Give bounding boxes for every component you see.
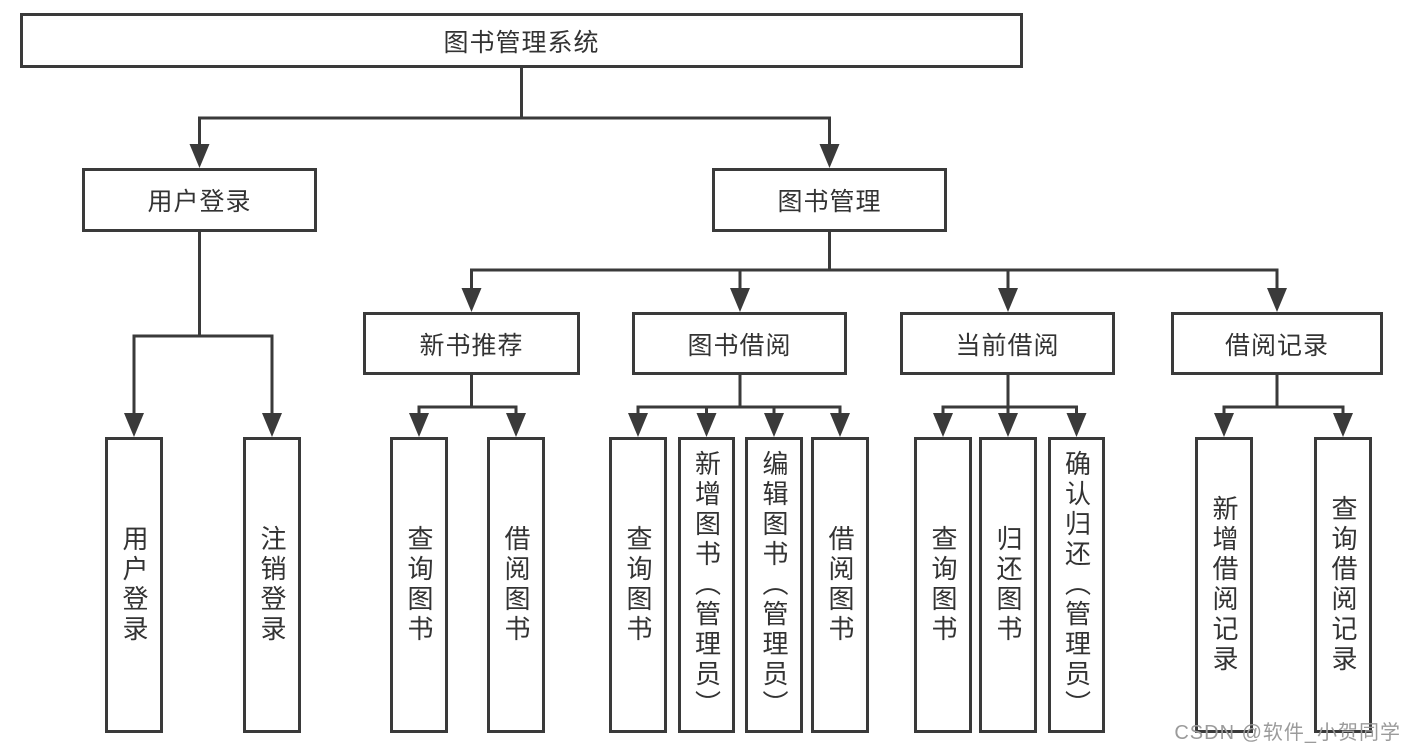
node-label: 借阅记录 [1224, 331, 1329, 360]
leaf-label: 新增图书（管理员） [691, 450, 722, 720]
leaf-borrow-borrow-books: 借阅图书 [811, 437, 869, 733]
node-label: 用户登录 [147, 188, 252, 216]
node-current-borrow: 当前借阅 [900, 312, 1115, 375]
leaf-label: 确认归还（管理员） [1061, 450, 1092, 720]
leaf-query-borrow-record: 查询借阅记录 [1314, 437, 1372, 733]
leaf-label: 注销登录 [257, 525, 287, 645]
node-new-book-recommend: 新书推荐 [363, 312, 580, 375]
leaf-borrow-query-books: 查询图书 [609, 437, 667, 733]
leaf-label: 新增借阅记录 [1209, 495, 1239, 675]
leaf-recommend-borrow-books: 借阅图书 [487, 437, 545, 733]
leaf-user-login: 用户登录 [105, 437, 163, 733]
node-root: 图书管理系统 [20, 13, 1023, 68]
leaf-label: 查询图书 [623, 525, 653, 645]
leaf-label: 编辑图书（管理员） [759, 450, 789, 720]
leaf-label: 借阅图书 [501, 525, 531, 645]
leaf-label: 查询借阅记录 [1328, 495, 1358, 675]
leaf-return-book: 归还图书 [979, 437, 1037, 733]
leaf-edit-book-admin: 编辑图书（管理员） [745, 437, 803, 733]
watermark-text: CSDN @软件_小贺同学 [1174, 722, 1401, 744]
node-label: 图书管理 [777, 188, 882, 216]
node-user-login: 用户登录 [82, 168, 317, 232]
leaf-label: 借阅图书 [825, 525, 855, 645]
leaf-add-book-admin: 新增图书（管理员） [678, 437, 735, 733]
node-label: 图书借阅 [687, 331, 792, 360]
leaf-label: 查询图书 [928, 525, 958, 645]
leaf-label: 查询图书 [404, 525, 434, 645]
leaf-label: 用户登录 [119, 525, 149, 645]
leaf-confirm-return-admin: 确认归还（管理员） [1048, 437, 1105, 733]
node-book-borrow: 图书借阅 [632, 312, 847, 375]
node-label: 新书推荐 [419, 331, 524, 360]
leaf-recommend-query-books: 查询图书 [390, 437, 448, 733]
node-label: 当前借阅 [955, 331, 1060, 360]
node-label: 图书管理系统 [443, 28, 600, 57]
leaf-current-query-books: 查询图书 [914, 437, 972, 733]
leaf-logout-login: 注销登录 [243, 437, 301, 733]
leaf-label: 归还图书 [993, 525, 1023, 645]
node-book-management: 图书管理 [712, 168, 947, 232]
node-borrow-records: 借阅记录 [1171, 312, 1383, 375]
leaf-add-borrow-record: 新增借阅记录 [1195, 437, 1253, 733]
